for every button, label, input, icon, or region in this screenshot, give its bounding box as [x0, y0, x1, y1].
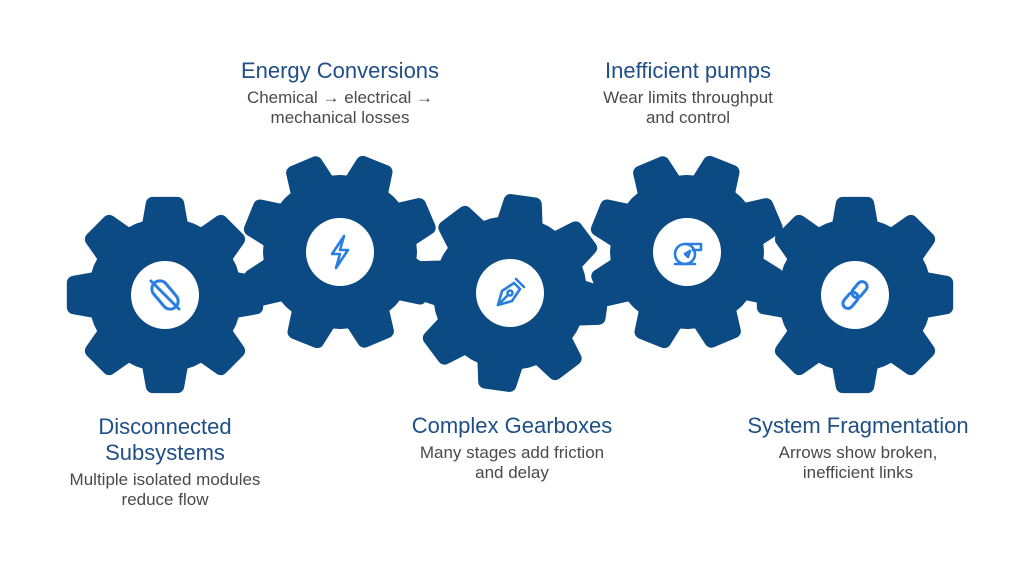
pen-nib-icon	[496, 277, 526, 307]
gear-energy-conversions	[243, 155, 437, 349]
step-description: Multiple isolated modules reduce flow	[69, 470, 261, 509]
step-title: Energy Conversions	[240, 58, 440, 83]
gear-hub	[476, 259, 544, 327]
step-description: Wear limits throughput and control	[603, 88, 773, 127]
step-label-complex-gearboxes: Complex Gearboxes Many stages add fricti…	[382, 413, 642, 483]
gear-hub	[306, 218, 374, 286]
link-icon	[841, 280, 869, 310]
gear-hub	[821, 261, 889, 329]
step-label-inefficient-pumps: Inefficient pumps Wear limits throughput…	[563, 58, 813, 128]
gear-disconnected-subsystems	[66, 196, 264, 394]
gear-complex-gearboxes	[411, 194, 609, 392]
unlink-icon	[149, 279, 181, 311]
step-description: Chemical → electrical → mechanical losse…	[246, 88, 434, 127]
step-label-system-fragmentation: System Fragmentation Arrows show broken,…	[718, 413, 998, 483]
step-label-energy-conversions: Energy Conversions Chemical → electrical…	[210, 58, 470, 128]
step-title: Complex Gearboxes	[411, 413, 613, 438]
step-description: Many stages add friction and delay	[419, 443, 605, 482]
pump-icon	[673, 242, 703, 266]
step-title: Disconnected Subsystems	[98, 414, 232, 465]
lightning-bolt-icon	[330, 234, 350, 270]
step-title: System Fragmentation	[747, 413, 969, 438]
step-title: Inefficient pumps	[605, 58, 771, 83]
gear-system-fragmentation	[756, 196, 954, 394]
gear-inefficient-pumps	[590, 155, 784, 349]
step-description: Arrows show broken, inefficient links	[778, 443, 938, 482]
step-label-disconnected-subsystems: Disconnected Subsystems Multiple isolate…	[40, 414, 290, 510]
